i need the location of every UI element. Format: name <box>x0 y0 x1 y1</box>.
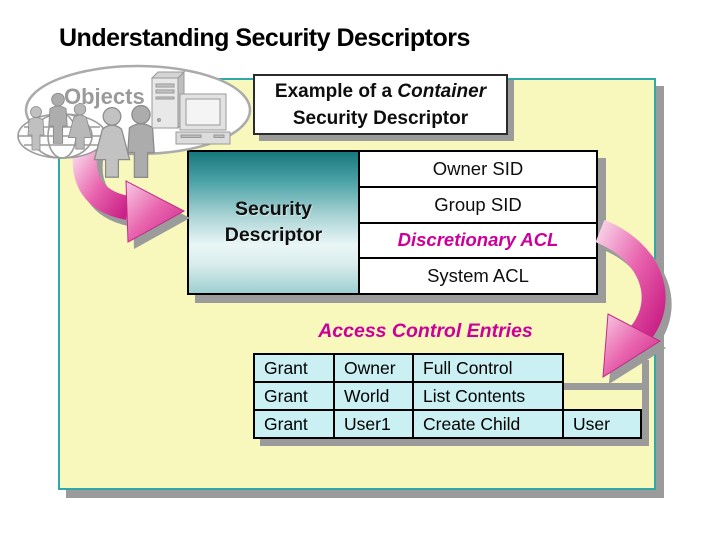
example-caption-text: Example of a <box>274 81 393 102</box>
ace-cell: World <box>335 381 414 411</box>
ace-cell: Grant <box>253 353 335 383</box>
page-title: Understanding Security Descriptors <box>59 24 470 52</box>
sd-header-line1: Security <box>235 198 312 221</box>
sd-header-cell: Security Descriptor <box>189 152 360 293</box>
ace-cell: Grant <box>253 409 335 439</box>
objects-label: Objects <box>64 84 145 109</box>
sd-row-system-acl: System ACL <box>360 259 596 293</box>
ace-table: Grant Owner Full Control Grant World Lis… <box>253 353 642 439</box>
ace-cell: Grant <box>253 381 335 411</box>
example-caption-italic: Container <box>397 81 487 102</box>
sd-row-discretionary-acl: Discretionary ACL <box>360 223 596 260</box>
ace-cell: List Contents <box>414 381 564 411</box>
ace-cell: Owner <box>335 353 414 383</box>
ace-row: Grant User1 Create Child User <box>253 409 642 439</box>
sd-header-line2: Descriptor <box>224 223 323 246</box>
example-caption-line2: Security Descriptor <box>292 107 469 129</box>
sd-row-group-sid: Group SID <box>360 187 596 224</box>
ace-cell: Create Child <box>414 409 564 439</box>
ace-row: Grant World List Contents <box>253 381 642 411</box>
ace-row: Grant Owner Full Control <box>253 353 642 383</box>
security-descriptor-table: Security Descriptor Owner SID Group SID … <box>187 150 598 295</box>
ace-cell: User <box>564 409 642 439</box>
ace-cell: Full Control <box>414 353 564 383</box>
ace-heading: Access Control Entries <box>318 320 533 342</box>
ace-cell: User1 <box>335 409 414 439</box>
sd-row-owner-sid: Owner SID <box>360 152 596 188</box>
sd-rows: Owner SID Group SID Discretionary ACL Sy… <box>360 152 596 293</box>
